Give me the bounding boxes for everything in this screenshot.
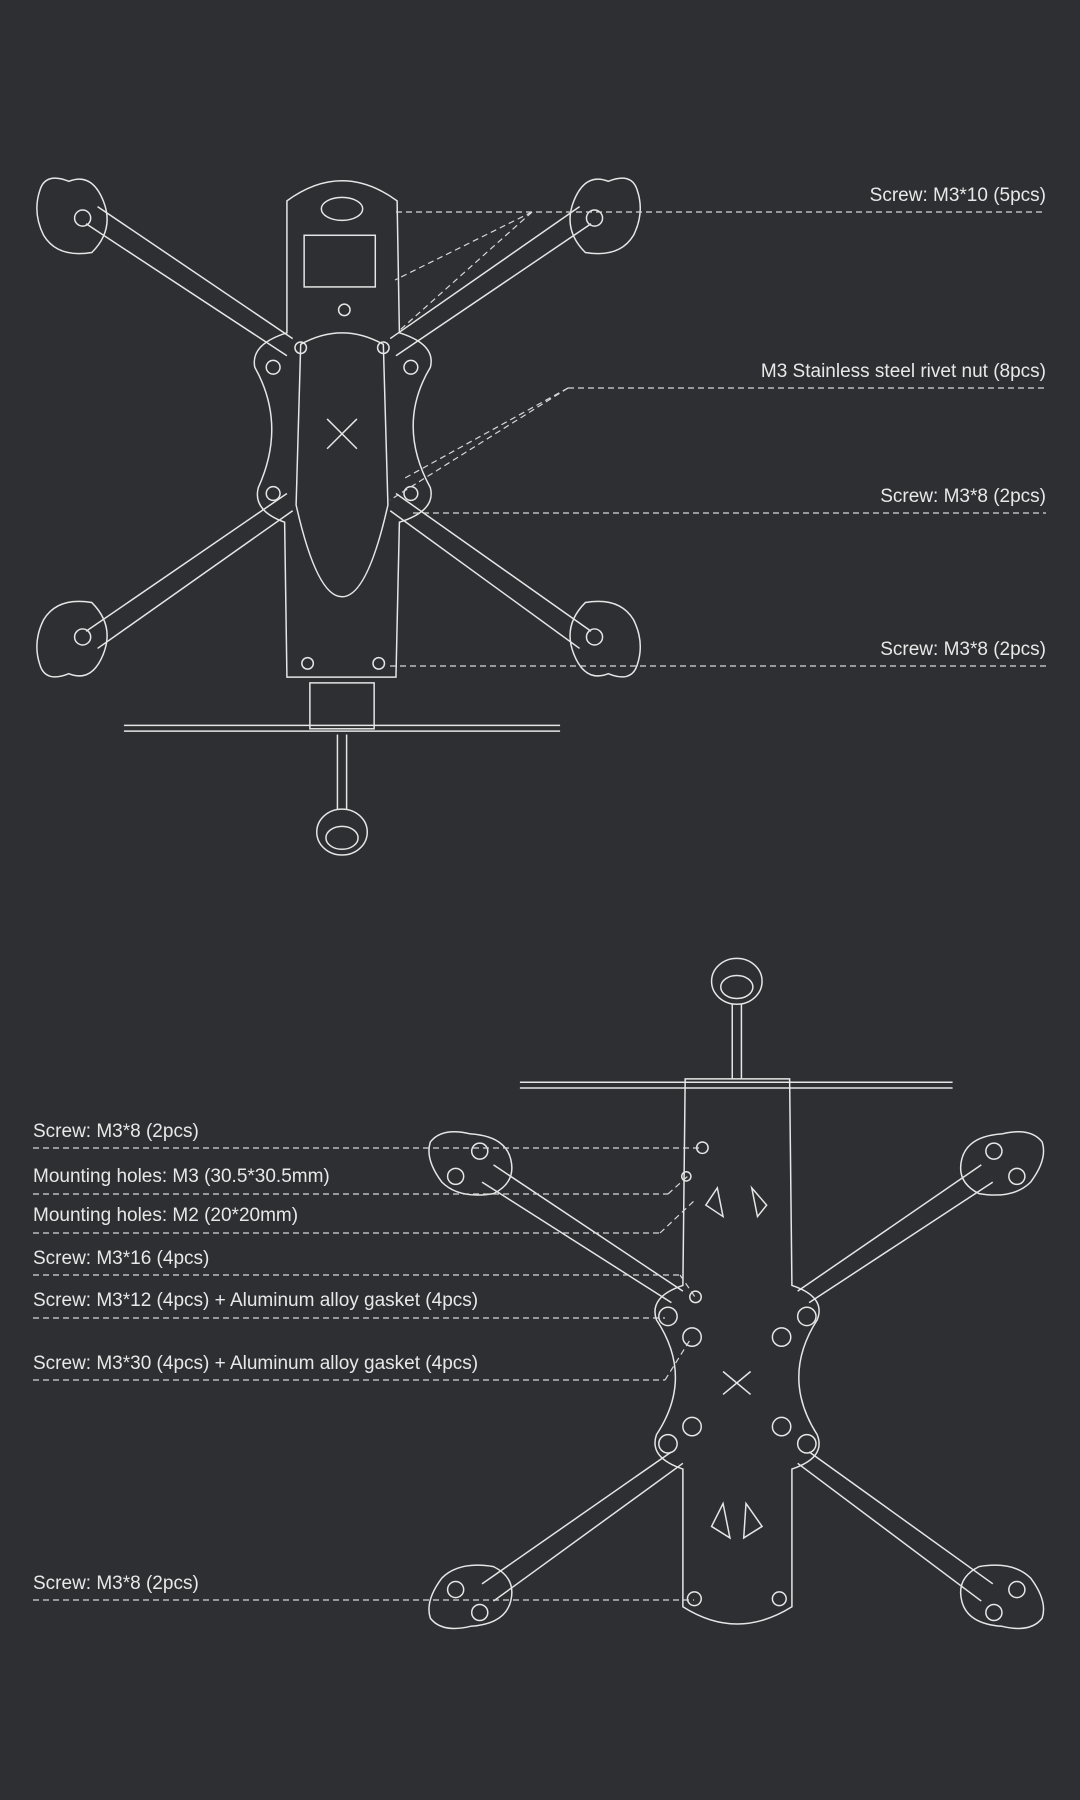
callout-screw-m3x30: Screw: M3*30 (4pcs) + Aluminum alloy gas… — [33, 1353, 479, 1374]
top-drone-drawing — [36, 177, 642, 856]
callout-screw-m3x8-rear: Screw: M3*8 (2pcs) — [33, 1573, 199, 1594]
callout-mounting-m2: Mounting holes: M2 (20*20mm) — [33, 1205, 299, 1226]
callout-mounting-m3: Mounting holes: M3 (30.5*30.5mm) — [33, 1166, 330, 1187]
callout-screw-m3x12: Screw: M3*12 (4pcs) + Aluminum alloy gas… — [33, 1290, 479, 1311]
callout-screw-m3x8-upper: Screw: M3*8 (2pcs) — [880, 486, 1046, 507]
leader-lines — [33, 211, 1046, 1601]
callout-screw-m3x10: Screw: M3*10 (5pcs) — [869, 185, 1046, 206]
bottom-drone-drawing — [428, 957, 1045, 1630]
callout-screw-m3x16: Screw: M3*16 (4pcs) — [33, 1248, 210, 1269]
callout-screw-m3x8-front: Screw: M3*8 (2pcs) — [33, 1121, 199, 1142]
callout-rivet-nut: M3 Stainless steel rivet nut (8pcs) — [760, 361, 1046, 382]
callout-screw-m3x8-lower: Screw: M3*8 (2pcs) — [880, 639, 1046, 660]
